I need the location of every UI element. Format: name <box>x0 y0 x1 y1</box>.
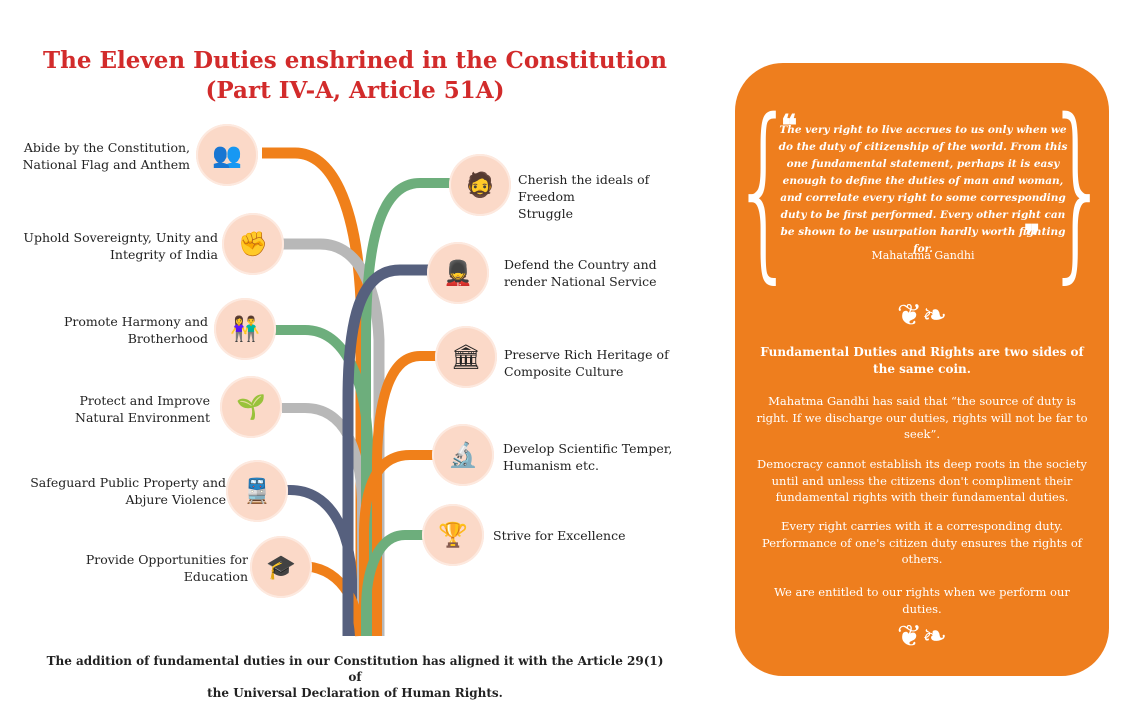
duty-label-abide-constitution: Abide by the Constitution,National Flag … <box>22 140 190 172</box>
open-quote-icon: ❝ <box>781 109 798 144</box>
branch-scientific-temper <box>359 450 437 636</box>
freedom-fighters-icon: 🧔 <box>449 154 511 216</box>
india-gate-icon: 🏛 <box>435 326 497 388</box>
flag-people-icon: 👥 <box>196 124 258 186</box>
achievers-icon: 🏆 <box>422 504 484 566</box>
footer-note: The addition of fundamental duties in ou… <box>46 654 664 700</box>
close-quote-icon: ❞ <box>1024 219 1041 254</box>
hand-plant-icon: 🌱 <box>220 376 282 438</box>
info-panel <box>735 63 1109 676</box>
duty-label-strive-excellence: Strive for Excellence <box>493 528 626 543</box>
panel-heading: Fundamental Duties and Rights are two si… <box>760 345 1084 376</box>
ornament-bottom-icon: ❦❧ <box>896 619 948 654</box>
title-line-2: (Part IV-A, Article 51A) <box>205 77 505 104</box>
duty-label-scientific-temper: Develop Scientific Temper,Humanism etc. <box>503 441 673 473</box>
train-icon: 🚆 <box>226 460 288 522</box>
diverse-people-icon: 👫 <box>214 298 276 360</box>
branch-defend-country <box>342 264 432 636</box>
panel-paragraph-4: We are entitled to our rights when we pe… <box>774 585 1070 616</box>
soldier-salute-icon: 💂 <box>427 242 489 304</box>
branch-strive-excellence <box>361 530 430 636</box>
branch-cherish-freedom <box>361 178 458 636</box>
branch-preserve-heritage <box>372 351 440 636</box>
right-brace-icon: } <box>1044 79 1112 300</box>
branch-uphold-sovereignty <box>282 238 385 636</box>
graduate-icon: 🎓 <box>250 536 312 598</box>
left-brace-icon: { <box>730 79 798 300</box>
raised-fist-icon: ✊ <box>222 213 284 275</box>
page-title: The Eleven Duties enshrined in the Const… <box>40 46 670 106</box>
title-line-1: The Eleven Duties enshrined in the Const… <box>43 47 667 74</box>
ornament-top-icon: ❦❧ <box>896 298 948 333</box>
panel-paragraph-3: Every right carries with it a correspond… <box>761 519 1083 566</box>
panel-paragraph-1: Mahatma Gandhi has said that “the source… <box>756 394 1088 441</box>
panel-paragraph-2: Democracy cannot establish its deep root… <box>757 457 1087 504</box>
branch-abide-constitution <box>262 147 367 636</box>
quote-author: Mahatama Gandhi <box>871 249 975 262</box>
scientist-icon: 🔬 <box>432 424 494 486</box>
gandhi-quote: The very right to live accrues to us onl… <box>778 124 1068 255</box>
